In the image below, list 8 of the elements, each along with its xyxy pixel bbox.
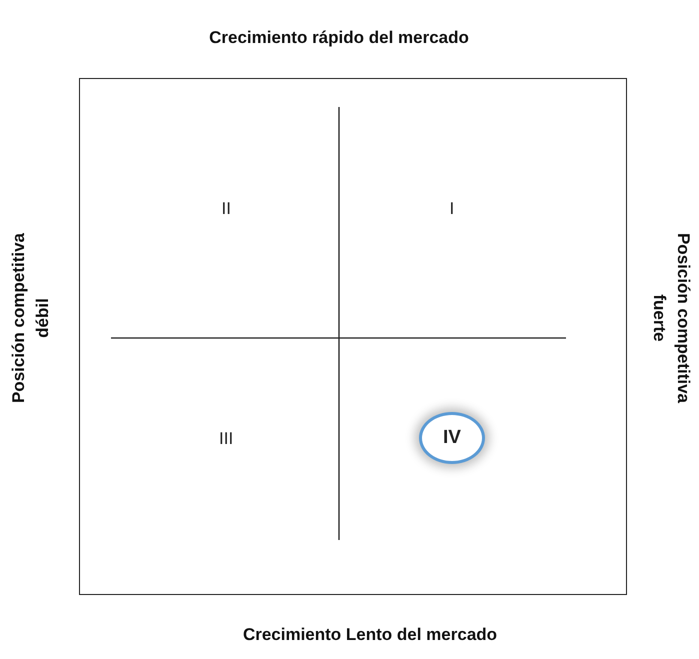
circled-label: IV bbox=[419, 412, 485, 464]
axis-label: Posición competitiva débil bbox=[8, 232, 53, 406]
quadrant-label: III bbox=[219, 429, 234, 449]
quadrant-label: I bbox=[450, 199, 454, 219]
axis-label: Crecimiento Lento del mercado bbox=[242, 624, 498, 646]
axis-label: Posición competitiva fuerte bbox=[649, 232, 694, 406]
axis-label: Crecimiento rápido del mercado bbox=[209, 27, 469, 49]
quadrant-label: II bbox=[222, 199, 231, 219]
